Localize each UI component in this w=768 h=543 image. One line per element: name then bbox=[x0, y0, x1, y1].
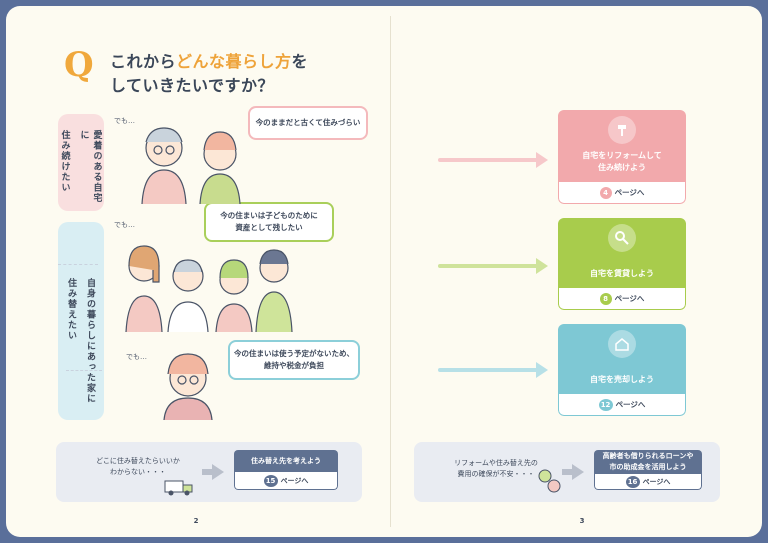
arrow-blue bbox=[438, 362, 548, 378]
box-loan-line1: 高齢者も借りられるローンや bbox=[602, 452, 694, 460]
spine bbox=[390, 16, 391, 527]
card-reform-link[interactable]: 4 ページへ bbox=[558, 182, 686, 204]
label-move-col2: 住み替えたい bbox=[66, 278, 76, 341]
label-stay: 愛着のある自宅に 住み続けたい bbox=[58, 114, 104, 211]
demo-label-1: でも… bbox=[114, 117, 135, 125]
title-line2: していきたいですか？ bbox=[110, 76, 275, 95]
card-rent-page: 8 bbox=[599, 292, 612, 305]
speech-bubble-1: 今のままだと古くて住みづらい bbox=[248, 106, 368, 140]
card-reform-head: 自宅をリフォームして 住み続けよう bbox=[558, 110, 686, 182]
box-relocation-title: 住み替え先を考えよう bbox=[234, 450, 338, 472]
page-number-left: 2 bbox=[188, 512, 204, 526]
bubble-3-text-2: 維持や税金が負担 bbox=[264, 361, 324, 370]
label-move: 自身の暮らしにあった家に 住み替えたい bbox=[58, 222, 104, 420]
card-rent-head: 自宅を賃貸しよう bbox=[558, 218, 686, 288]
card-rent-suffix: ページへ bbox=[614, 294, 645, 303]
card-sell-link[interactable]: 12 ページへ bbox=[558, 394, 686, 416]
demo-label-3: でも… bbox=[126, 353, 147, 361]
box-loan-link[interactable]: 16 ページへ bbox=[594, 474, 702, 490]
arrow-pink bbox=[438, 152, 548, 168]
panel-right-note: リフォームや住み替え先の 費用の確保が不安・・・ bbox=[436, 458, 556, 480]
box-loan-title: 高齢者も借りられるローンや 市の助成金を活用しよう bbox=[594, 450, 702, 474]
card-reform-suffix: ページへ bbox=[614, 188, 645, 197]
box-loan-line2: 市の助成金を活用しよう bbox=[609, 463, 687, 471]
demo-label-2: でも… bbox=[114, 221, 135, 229]
title-pre: これから bbox=[110, 52, 177, 71]
money-icon bbox=[538, 469, 561, 493]
box-relocation-link[interactable]: 15 ページへ bbox=[234, 472, 338, 490]
hammer-icon bbox=[608, 116, 636, 144]
title-post: を bbox=[291, 52, 309, 71]
bubble-2-text-2: 資産として残したい bbox=[235, 223, 303, 232]
card-sell-head: 自宅を売却しよう bbox=[558, 324, 686, 394]
panel-right-note-2: 費用の確保が不安・・・ bbox=[457, 470, 535, 478]
card-sell-page: 12 bbox=[598, 398, 613, 411]
card-reform-page: 4 bbox=[599, 186, 612, 199]
truck-icon bbox=[164, 480, 193, 496]
bubble-2-text-1: 今の住まいは子どものために bbox=[220, 211, 318, 220]
panel-bottom-left: どこに住み替えたらいいか わからない・・・ 住み替え先を考えよう 15 ページへ bbox=[56, 442, 362, 502]
page-title: これからどんな暮らし方を していきたいですか？ bbox=[110, 50, 308, 98]
panel-left-note-2: わからない・・・ bbox=[110, 468, 166, 476]
bubble-1-text: 今のままだと古くて住みづらい bbox=[255, 118, 361, 127]
panel-left-note: どこに住み替えたらいいか わからない・・・ bbox=[80, 456, 196, 478]
dash-2 bbox=[66, 370, 102, 371]
house-hand-icon bbox=[608, 330, 636, 358]
q-mark: Q bbox=[64, 45, 94, 85]
speech-bubble-2: 今の住まいは子どものために 資産として残したい bbox=[204, 202, 334, 242]
card-sell-line1: 自宅を売却しよう bbox=[590, 375, 654, 384]
arrow-green bbox=[438, 258, 548, 274]
card-rent-link[interactable]: 8 ページへ bbox=[558, 288, 686, 310]
panel-right-note-1: リフォームや住み替え先の bbox=[454, 459, 538, 467]
box-relocation-suffix: ページへ bbox=[280, 476, 309, 485]
card-sell[interactable]: 自宅を売却しよう 12 ページへ bbox=[558, 324, 686, 416]
box-loan[interactable]: 高齢者も借りられるローンや 市の助成金を活用しよう 16 ページへ bbox=[594, 450, 702, 490]
box-loan-suffix: ページへ bbox=[642, 477, 671, 486]
bubble-3-text-1: 今の住まいは使う予定がないため、 bbox=[234, 349, 354, 358]
dash-1 bbox=[58, 264, 98, 265]
label-stay-col1: 愛着のある自宅に bbox=[78, 130, 102, 204]
box-relocation-page: 15 bbox=[263, 474, 278, 487]
family-illustration bbox=[125, 245, 293, 332]
card-sell-suffix: ページへ bbox=[615, 400, 646, 409]
arrow-grey-right bbox=[562, 464, 584, 480]
title-accent: どんな暮らし方 bbox=[176, 52, 292, 71]
card-rent[interactable]: 自宅を賃貸しよう 8 ページへ bbox=[558, 218, 686, 310]
key-icon bbox=[608, 224, 636, 252]
card-reform[interactable]: 自宅をリフォームして 住み続けよう 4 ページへ bbox=[558, 110, 686, 204]
panel-bottom-right: リフォームや住み替え先の 費用の確保が不安・・・ 高齢者も借りられるローンや 市… bbox=[414, 442, 720, 502]
arrow-grey-left bbox=[202, 464, 224, 480]
elderly-couple-illustration bbox=[141, 127, 241, 204]
card-reform-line2: 住み続けよう bbox=[598, 163, 646, 172]
box-loan-page: 16 bbox=[625, 475, 640, 488]
box-relocation[interactable]: 住み替え先を考えよう 15 ページへ bbox=[234, 450, 338, 490]
page-number-right: 3 bbox=[574, 512, 590, 526]
speech-bubble-3: 今の住まいは使う予定がないため、 維持や税金が負担 bbox=[228, 340, 360, 380]
card-reform-line1: 自宅をリフォームして bbox=[582, 151, 662, 160]
card-rent-line1: 自宅を賃貸しよう bbox=[590, 269, 654, 278]
elderly-woman-illustration bbox=[163, 353, 213, 420]
spread-page: Q これからどんな暮らし方を していきたいですか？ 愛着のある自宅に 住み続けた… bbox=[6, 6, 762, 537]
label-stay-col2: 住み続けたい bbox=[59, 130, 70, 193]
panel-left-note-1: どこに住み替えたらいいか bbox=[96, 457, 180, 465]
label-move-col1: 自身の暮らしにあった家に bbox=[85, 278, 95, 404]
